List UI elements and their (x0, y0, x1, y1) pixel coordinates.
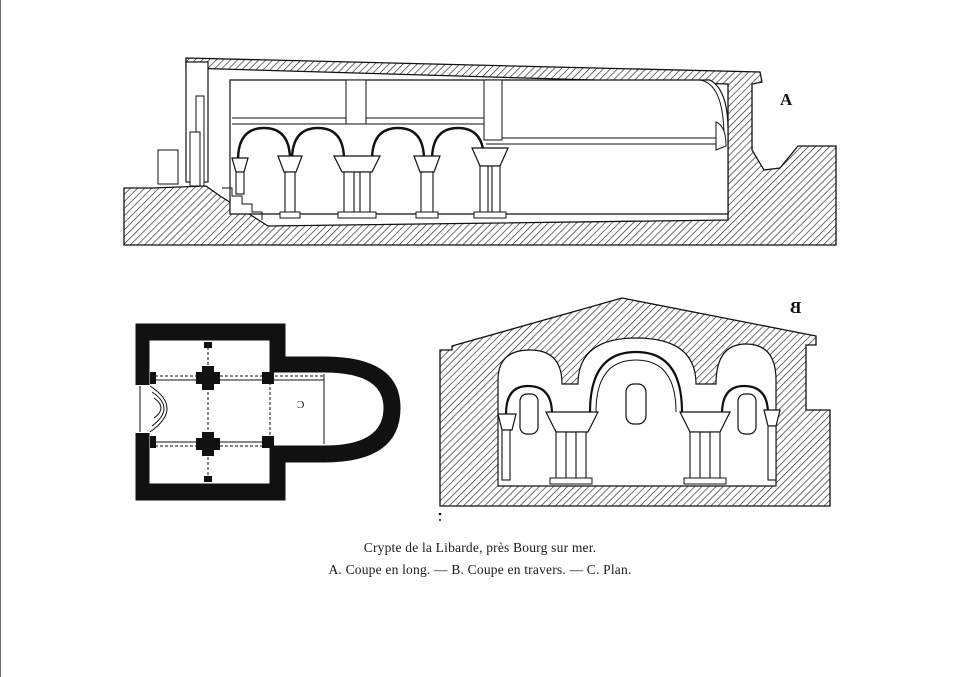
section-b-arches (504, 350, 770, 415)
plan-c-label: C (297, 398, 305, 410)
plan-c (134, 323, 401, 501)
section-a-label: A (780, 90, 793, 109)
section-a-arcade (236, 126, 486, 161)
section-a-longitudinal (123, 57, 837, 246)
plan-c-piers (150, 342, 302, 482)
section-a-earth (123, 57, 837, 246)
plan-c-walls (135, 323, 401, 501)
page-edge (0, 0, 1, 677)
caption-title: Crypte de la Libarde, près Bourg sur mer… (363, 540, 597, 555)
section-a-interior (229, 79, 729, 215)
caption-legend: A. Coupe en long. — B. Coupe en travers.… (328, 562, 632, 577)
section-b-transverse (439, 297, 831, 507)
section-b-label: B (790, 298, 802, 317)
